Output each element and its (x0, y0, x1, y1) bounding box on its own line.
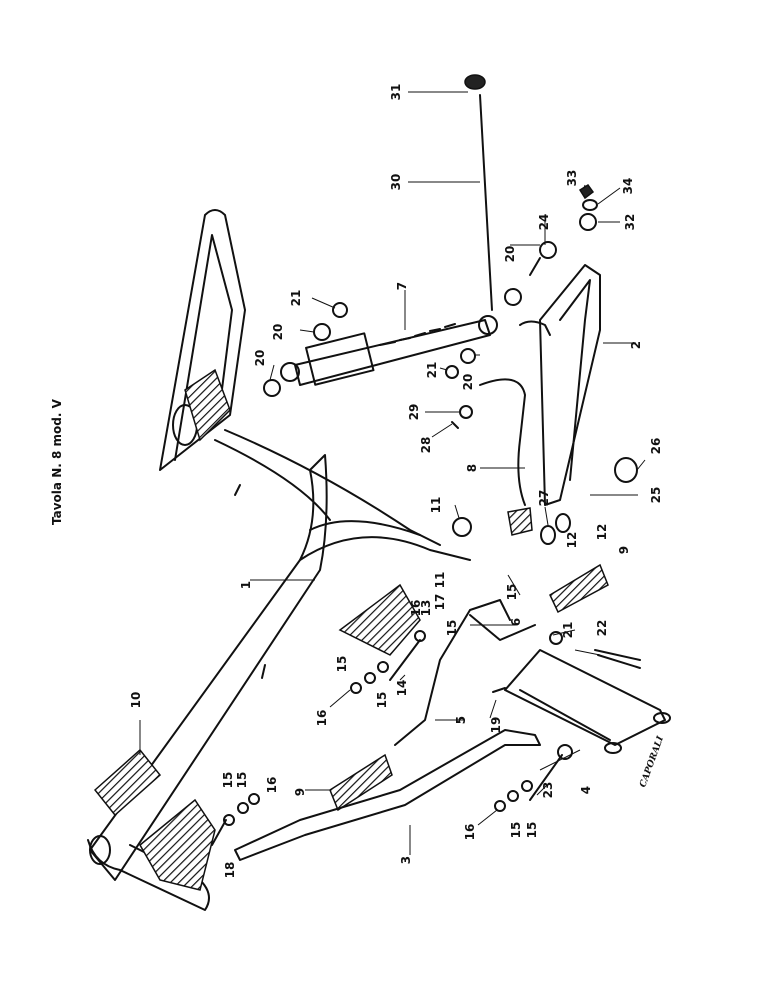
callout-11a: 11 (429, 497, 443, 514)
bolts (211, 421, 641, 846)
callout-3: 3 (399, 856, 413, 864)
callout-25: 25 (649, 487, 663, 504)
footrest-rubbers (93, 563, 609, 817)
brake-pedal (479, 378, 533, 536)
callout-15f: 15 (505, 584, 519, 601)
callout-14: 14 (395, 680, 409, 697)
callout-33: 33 (565, 170, 579, 187)
callout-8: 8 (465, 464, 479, 472)
callout-9a: 9 (293, 788, 307, 796)
callout-11b: 11 (433, 572, 447, 589)
callout-26: 26 (649, 438, 663, 455)
callout-13: 13 (419, 600, 433, 617)
callout-16c: 16 (409, 600, 423, 617)
bolt-24 (529, 241, 557, 276)
callout-15g: 15 (509, 822, 523, 839)
callout-20d: 20 (503, 246, 517, 263)
callout-9b: 9 (617, 546, 631, 554)
callout-20c: 20 (461, 374, 475, 391)
callout-19: 19 (489, 717, 503, 734)
callout-labels: 1 2 3 4 5 6 7 8 9 9 10 11 11 12 12 13 14… (129, 84, 663, 879)
luggage-rack (159, 209, 246, 471)
callout-6: 6 (509, 618, 523, 626)
callout-17: 17 (433, 594, 447, 611)
callout-15d: 15 (375, 692, 389, 709)
callout-21a: 21 (289, 290, 303, 307)
callout-7: 7 (395, 282, 409, 290)
callout-23: 23 (541, 782, 555, 799)
callout-12a: 12 (565, 532, 579, 549)
callout-4: 4 (579, 786, 593, 794)
callout-28: 28 (419, 437, 433, 454)
callout-32: 32 (623, 214, 637, 231)
callout-21b: 21 (425, 362, 439, 379)
callout-15h: 15 (525, 822, 539, 839)
callout-30: 30 (389, 174, 403, 191)
callout-29: 29 (407, 404, 421, 421)
main-frame (87, 429, 471, 911)
callout-2: 2 (629, 341, 643, 349)
callout-5: 5 (454, 716, 468, 724)
callout-20a: 20 (253, 350, 267, 367)
callout-22: 22 (595, 620, 609, 637)
swing-arm (519, 264, 601, 545)
callout-15b: 15 (235, 772, 249, 789)
callout-12b: 12 (595, 524, 609, 541)
callout-1: 1 (239, 581, 253, 589)
gear-lever (394, 599, 536, 746)
leader-lines (139, 91, 646, 855)
axle-fittings (578, 183, 598, 231)
callout-18: 18 (223, 862, 237, 879)
callout-21c: 21 (561, 622, 575, 639)
shock-absorber (280, 315, 498, 386)
callout-16a: 16 (265, 777, 279, 794)
callout-15e: 15 (445, 620, 459, 637)
callout-15c: 15 (335, 656, 349, 673)
callout-31: 31 (389, 84, 403, 101)
callout-27: 27 (537, 490, 551, 507)
side-stand (234, 729, 573, 861)
callout-16b: 16 (315, 710, 329, 727)
callout-15a: 15 (221, 772, 235, 789)
callout-10: 10 (129, 692, 143, 709)
washers (223, 288, 638, 826)
center-stand (504, 649, 671, 754)
callout-34: 34 (621, 178, 635, 195)
callout-16d: 16 (463, 824, 477, 841)
callout-24: 24 (537, 214, 551, 231)
adjuster-rod (464, 74, 493, 311)
callout-20b: 20 (271, 324, 285, 341)
